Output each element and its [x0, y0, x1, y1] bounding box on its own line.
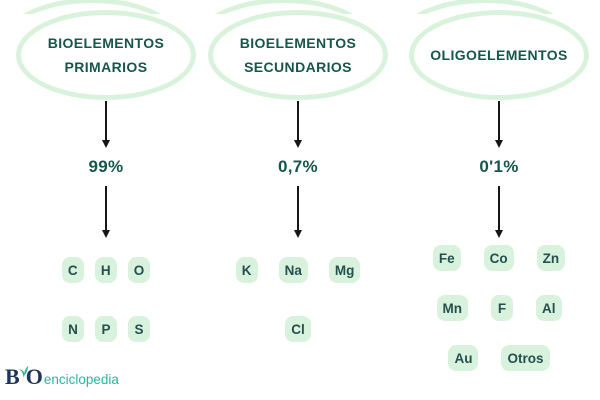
element-box: Co	[483, 245, 514, 271]
element-box: K	[235, 257, 258, 283]
element-row: Cl	[198, 316, 398, 342]
element-box: Otros	[501, 345, 550, 371]
element-box: F	[491, 295, 513, 321]
element-box: Cl	[285, 316, 311, 342]
logo-letter-o: O	[25, 364, 43, 389]
arrow-down-icon	[498, 186, 500, 230]
node-title-line: PRIMARIOS	[64, 59, 148, 75]
percent-label: 0'1%	[479, 157, 519, 176]
element-row: Fe Co Zn	[399, 245, 599, 271]
node-bioelementos-primarios: BIOELEMENTOS PRIMARIOS	[16, 10, 196, 100]
element-box: Fe	[432, 245, 461, 271]
element-box: C	[61, 257, 84, 283]
element-box: Zn	[536, 245, 566, 271]
element-box: Au	[448, 345, 479, 371]
arrow-down-icon	[297, 101, 299, 140]
ellipse-secondary-stroke	[24, 0, 160, 14]
element-box: O	[127, 257, 151, 283]
node-title-line: SECUNDARIOS	[244, 59, 352, 75]
node-title-line: BIOELEMENTOS	[239, 35, 357, 51]
leaf-icon	[18, 366, 29, 378]
element-row: Au Otros	[399, 345, 599, 371]
arrow-down-icon	[297, 186, 299, 230]
arrow-down-icon	[105, 186, 107, 230]
element-row: Mn F Al	[399, 295, 599, 321]
ellipse-secondary-stroke	[216, 0, 352, 14]
node-bioelementos-secundarios: BIOELEMENTOS SECUNDARIOS	[208, 10, 388, 100]
element-box: Na	[278, 257, 308, 283]
node-oligoelementos: OLIGOELEMENTOS	[409, 10, 589, 100]
element-row: K Na Mg	[198, 257, 398, 283]
arrow-down-icon	[105, 101, 107, 140]
element-row: C H O	[6, 257, 206, 283]
arrow-down-icon	[498, 101, 500, 140]
node-title-line: BIOELEMENTOS	[47, 35, 165, 51]
ellipse-secondary-stroke	[417, 0, 553, 14]
column-bioelementos-primarios: BIOELEMENTOS PRIMARIOS 99% C H O N P S	[6, 0, 206, 400]
element-box: P	[95, 316, 117, 342]
element-box: Mn	[436, 295, 468, 321]
node-title-line: OLIGOELEMENTOS	[430, 47, 568, 63]
element-row: N P S	[6, 316, 206, 342]
logo-letter-b: B	[5, 364, 20, 389]
column-oligoelementos: OLIGOELEMENTOS 0'1% Fe Co Zn Mn F Al Au …	[399, 0, 599, 400]
element-box: N	[62, 316, 84, 342]
element-box: Mg	[328, 257, 361, 283]
column-bioelementos-secundarios: BIOELEMENTOS SECUNDARIOS 0,7% K Na Mg Cl	[198, 0, 398, 400]
percent-label: 0,7%	[278, 157, 318, 176]
logo-bioenciclopedia: B O enciclopedia	[5, 366, 119, 388]
percent-label: 99%	[88, 157, 124, 176]
element-box: Al	[536, 295, 562, 321]
element-box: H	[94, 257, 117, 283]
logo-suffix: enciclopedia	[43, 372, 119, 387]
element-box: S	[128, 316, 150, 342]
